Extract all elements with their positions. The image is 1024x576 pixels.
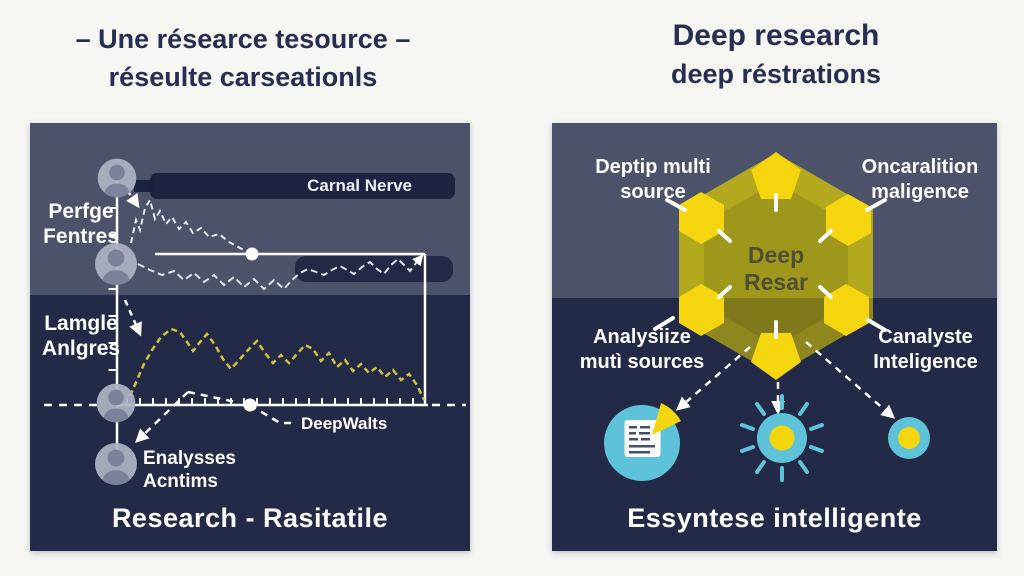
data-dot-icon [888, 417, 930, 459]
person-avatar-icon [98, 159, 137, 204]
bar-connector [134, 180, 154, 192]
avatar-caption-line2: Acntims [143, 471, 218, 492]
hexagon-label-top-right: Oncaralition maligence [844, 155, 996, 205]
right-panel-footer-title: Essyntese intelligente [627, 503, 922, 533]
hexagon-label-bottom-left: Analysiize mutì sources [562, 325, 722, 375]
right-title-line1: Deep research [672, 19, 880, 52]
left-title-line2: réseulte carseationls [108, 62, 378, 92]
hexagon-center-label: Deep Resar [706, 242, 846, 296]
white-series-upper [130, 197, 253, 255]
hexagon-label-bottom-right: Canalyste Inteligence [848, 325, 1003, 375]
node-hexagon-upper-left-icon [679, 192, 724, 244]
label-bottom-right-line2: Inteligence [873, 351, 978, 373]
label-connector-lines [653, 198, 887, 332]
hexagon-diagram-graphic [604, 152, 930, 482]
left-title-line1: – Une résearce tesource – [75, 24, 411, 54]
axis-label-upper-line2: Fentres [43, 225, 119, 248]
node-hexagon-lower-right-icon [824, 284, 869, 336]
annotation-arrow-to-avatar [135, 391, 189, 443]
carnal-nerve-bar [150, 173, 455, 199]
insight-burst-icon [740, 394, 824, 482]
annotation-line [187, 390, 237, 404]
research-timeline-panel: Perfge Fentres Lamgle Anlgres Carnal Ner… [30, 123, 470, 551]
white-series-lower [137, 254, 424, 291]
left-panel-footer-title: Research - Rasitatile [111, 503, 389, 533]
node-tick-lines [717, 193, 833, 339]
right-title-line2: deep réstrations [670, 59, 882, 89]
left-column-title: – Une résearce tesource – réseulte carse… [10, 20, 476, 96]
timeline-chart-graphic [44, 123, 466, 551]
node-pentagon-bottom-icon [751, 333, 801, 380]
axis-label-upper: Perfge Fentres [34, 199, 128, 249]
label-bottom-right-line1: Canalyste [878, 326, 973, 348]
hexagon-label-top-left: Deptip multi source [577, 155, 729, 205]
person-avatar-icon [97, 384, 136, 429]
yellow-series [128, 327, 426, 401]
label-bottom-left-line1: Analysiize [593, 326, 691, 348]
deep-research-panel: Deptip multi source Oncaralition maligen… [552, 123, 997, 551]
label-bottom-left-line2: mutì sources [579, 351, 705, 373]
arrow-to-dot-icon [805, 341, 896, 419]
axis-label-lower: Lamgle Anlgres [34, 311, 128, 361]
avatar-caption-line1: Enalysses [143, 448, 236, 469]
deepwalts-leader-line [249, 403, 296, 425]
avatar-caption: Enalysses Acntims [143, 447, 236, 493]
arrow-to-document-icon [675, 346, 751, 411]
hex-center-line2: Resar [744, 269, 808, 295]
axis-label-upper-line1: Perfge [48, 200, 114, 223]
axis-label-lower-line2: Anlgres [41, 337, 121, 360]
document-report-icon [604, 403, 681, 481]
label-top-left-line1: Deptip multi [595, 156, 711, 178]
right-column-title: Deep research deep réstrations [555, 16, 997, 94]
secondary-bar [295, 256, 453, 282]
label-top-right-line2: maligence [871, 181, 969, 203]
person-avatar-icon [95, 243, 137, 292]
node-hexagon-lower-left-icon [679, 284, 724, 336]
data-point-dot-upper [245, 247, 259, 261]
label-top-left-line2: source [620, 181, 686, 203]
axis-label-lower-line1: Lamgle [44, 312, 118, 335]
point-annotation-label: DeepWalts [301, 414, 388, 433]
node-pentagon-top-icon [751, 152, 801, 199]
person-avatar-icon [95, 443, 137, 492]
label-top-right-line1: Oncaralition [861, 156, 979, 178]
bar-label: Carnal Nerve [307, 176, 412, 195]
node-hexagon-upper-right-icon [826, 194, 871, 246]
hex-center-line1: Deep [747, 242, 805, 268]
